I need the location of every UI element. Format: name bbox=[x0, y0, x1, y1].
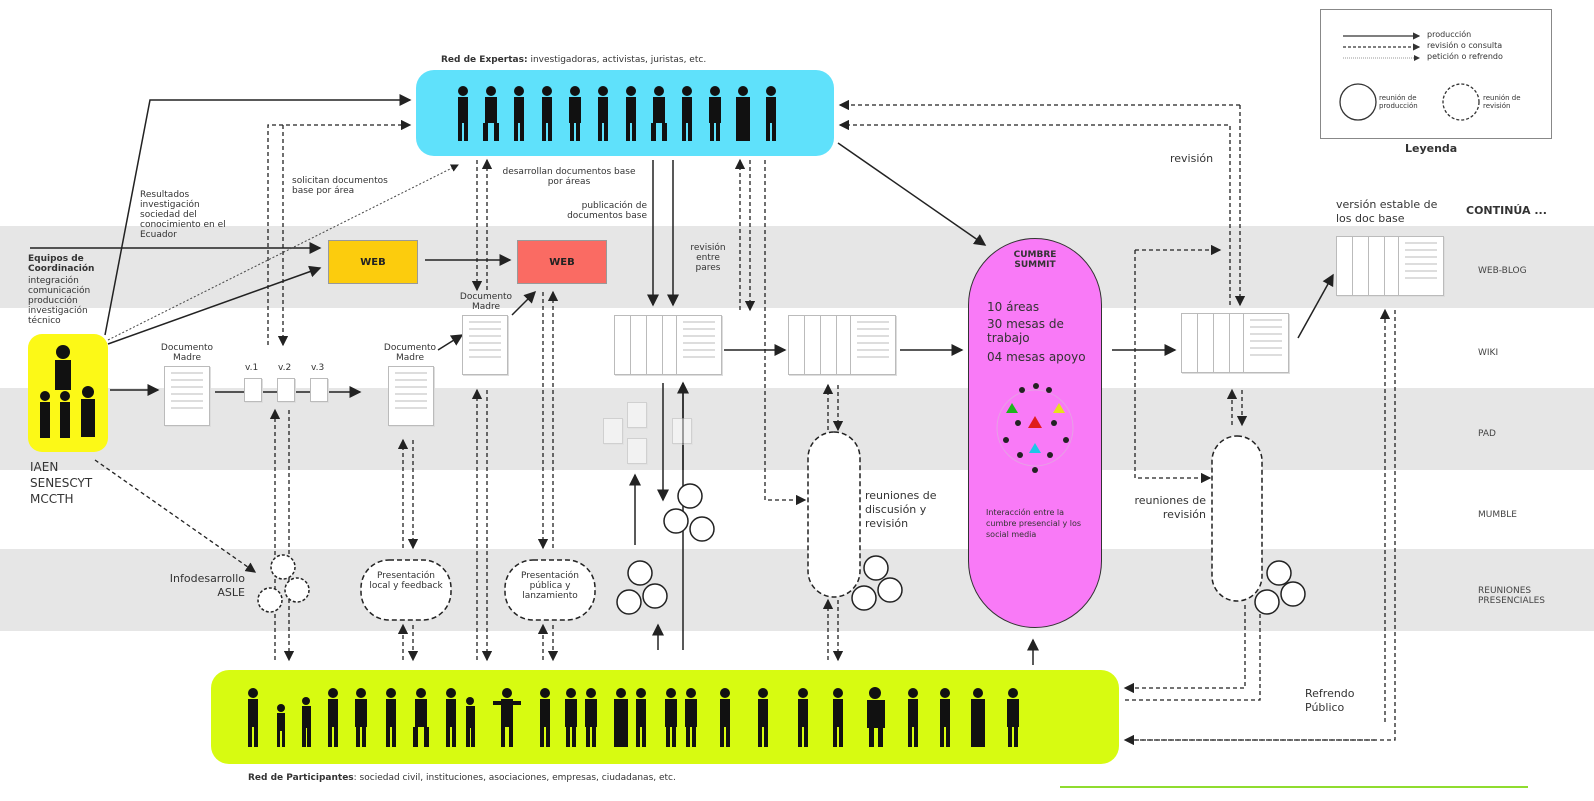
legend-lines bbox=[1339, 32, 1480, 121]
participants-caption: Red de Participantes: sociedad civil, in… bbox=[248, 773, 676, 783]
coordination-line-2: comunicación bbox=[28, 286, 91, 296]
experts-title: Red de Expertas: bbox=[441, 55, 528, 65]
results-label: Resultados investigación sociedad del co… bbox=[140, 190, 226, 240]
bottom-accent-line bbox=[1060, 786, 1528, 788]
document-madre-2 bbox=[388, 366, 434, 426]
label-doc-madre-3: Documento Madre bbox=[459, 292, 513, 312]
document-madre-1 bbox=[164, 366, 210, 426]
label-revision: revisión bbox=[1170, 152, 1214, 165]
label-publicacion: publicación de documentos base bbox=[567, 201, 647, 221]
label-v2: v.2 bbox=[278, 363, 292, 373]
legend-item-peticion: petición o refrendo bbox=[1427, 52, 1503, 61]
coordination-title: Equipos de Coordinación bbox=[28, 254, 95, 274]
summit-line-2: 30 mesas de trabajo bbox=[987, 317, 1064, 345]
participants-subtitle: : sociedad civil, instituciones, asociac… bbox=[353, 773, 676, 783]
lane-label-web-blog: WEB-BLOG bbox=[1478, 266, 1527, 276]
label-doc-madre-2: Documento Madre bbox=[383, 343, 437, 363]
label-doc-madre-1: Documento Madre bbox=[160, 343, 214, 363]
summit-title: CUMBRE SUMMIT bbox=[1013, 250, 1057, 270]
faded-doc-2 bbox=[627, 402, 647, 428]
document-madre-3 bbox=[462, 315, 508, 375]
summit-line-1: 10 áreas bbox=[987, 300, 1040, 314]
label-desarrollan: desarrollan documentos base por áreas bbox=[502, 167, 636, 187]
coordination-line-3: producción bbox=[28, 296, 78, 306]
version-doc-3 bbox=[310, 378, 328, 402]
lane-band-pad bbox=[0, 388, 1594, 470]
experts-silhouettes bbox=[458, 86, 776, 141]
label-infodesarrollo: Infodesarrollo ASLE bbox=[169, 572, 245, 599]
experts-network-box bbox=[416, 70, 834, 156]
experts-subtitle: investigadoras, activistas, juristas, et… bbox=[530, 55, 707, 65]
org-iaen: IAEN bbox=[30, 460, 59, 474]
coordination-silhouettes bbox=[40, 345, 95, 438]
legend-circle-production-label: reunión de producción bbox=[1379, 94, 1418, 110]
coordination-line-5: técnico bbox=[28, 316, 61, 326]
legend-circle-revision-label: reunión de revisión bbox=[1483, 94, 1521, 110]
lane-label-mumble: MUMBLE bbox=[1478, 510, 1517, 520]
legend-item-produccion: producción bbox=[1427, 30, 1472, 39]
lane-band-web-blog bbox=[0, 226, 1594, 308]
label-reuniones-discusion: reuniones de discusión y revisión bbox=[865, 489, 937, 530]
web-box-1: WEB bbox=[328, 240, 418, 284]
lane-label-wiki: WIKI bbox=[1478, 348, 1499, 358]
label-version-estable: versión estable de los doc base bbox=[1336, 198, 1438, 225]
summit-pill bbox=[968, 238, 1102, 628]
label-v1: v.1 bbox=[245, 363, 259, 373]
label-presentacion-publica: Presentación pública y lanzamiento bbox=[521, 571, 579, 601]
participants-title: Red de Participantes bbox=[248, 773, 354, 783]
legend-item-revision: revisión o consulta bbox=[1427, 41, 1503, 50]
coordination-box bbox=[28, 334, 108, 452]
faded-doc-1 bbox=[603, 418, 623, 444]
org-senescyt: SENESCYT bbox=[30, 476, 93, 490]
participants-network-box bbox=[211, 670, 1119, 764]
document-stack-stable bbox=[1336, 236, 1446, 302]
document-stack-reviewed bbox=[788, 315, 898, 381]
coordination-line-1: integración bbox=[28, 276, 79, 286]
legend: producción revisión o consulta petición … bbox=[1320, 9, 1552, 139]
lane-label-pad: PAD bbox=[1478, 429, 1496, 439]
continua-label: CONTINÚA ... bbox=[1466, 204, 1547, 217]
document-stack-summit bbox=[1181, 313, 1291, 379]
coordination-line-4: investigación bbox=[28, 306, 88, 316]
document-stack-base bbox=[614, 315, 724, 381]
faded-doc-3 bbox=[627, 438, 647, 464]
version-doc-2 bbox=[277, 378, 295, 402]
label-reuniones-revision: reuniones de revisión bbox=[1134, 494, 1207, 521]
legend-title: Leyenda bbox=[1405, 142, 1458, 155]
label-solicitan: solicitan documentos base por área bbox=[292, 176, 388, 196]
label-v3: v.3 bbox=[311, 363, 325, 373]
label-presentacion-local: Presentación local y feedback bbox=[369, 571, 443, 591]
label-revision-pares: revisión entre pares bbox=[690, 243, 726, 273]
experts-caption: Red de Expertas: investigadoras, activis… bbox=[441, 55, 706, 65]
faded-doc-4 bbox=[672, 418, 692, 444]
label-refrendo: Refrendo Público bbox=[1305, 687, 1355, 714]
org-mccth: MCCTH bbox=[30, 492, 74, 506]
summit-interaction: Interacción entre la cumbre presencial y… bbox=[986, 508, 1082, 539]
summit-line-3: 04 mesas apoyo bbox=[987, 350, 1086, 364]
version-doc-1 bbox=[244, 378, 262, 402]
participants-silhouettes bbox=[248, 687, 1019, 747]
lane-label-reuniones: REUNIONES PRESENCIALES bbox=[1478, 586, 1546, 606]
web-box-2: WEB bbox=[517, 240, 607, 284]
